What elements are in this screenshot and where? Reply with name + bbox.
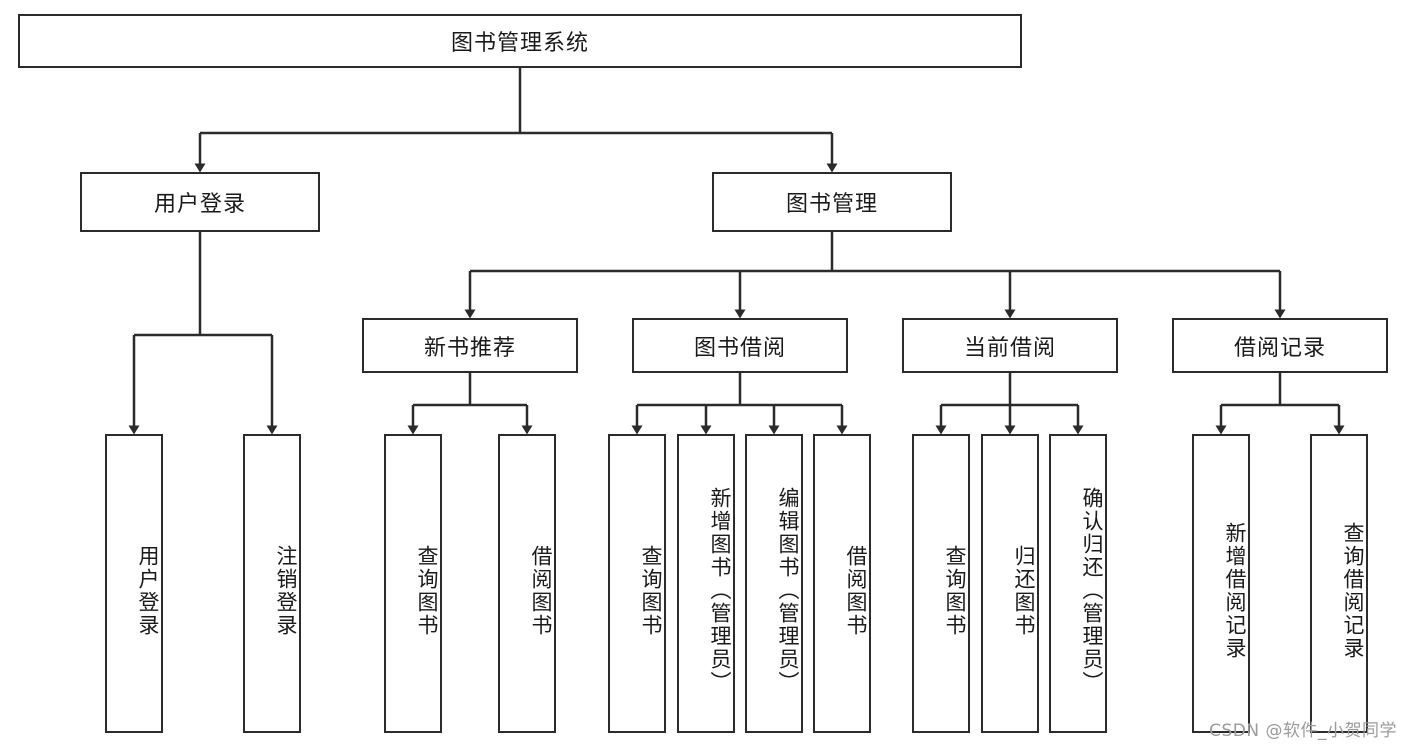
node-label: 借阅记录: [1233, 335, 1326, 361]
node-label: 借阅图书: [844, 544, 868, 637]
node-borrow-record[interactable]: 借阅记录: [1172, 318, 1388, 373]
node-leaf-query-book-2[interactable]: 查询图书: [608, 434, 666, 733]
node-label: 新增借阅记录: [1223, 521, 1247, 660]
node-label: 查询图书: [415, 544, 439, 637]
node-leaf-add-record[interactable]: 新增借阅记录: [1192, 434, 1250, 733]
node-leaf-logout-login[interactable]: 注销登录: [243, 434, 301, 733]
node-label: 编辑图书（管理员）: [776, 487, 800, 694]
node-root-book-management-system[interactable]: 图书管理系统: [18, 14, 1022, 68]
node-leaf-query-record[interactable]: 查询借阅记录: [1310, 434, 1368, 733]
node-leaf-confirm-return[interactable]: 确认归还（管理员）: [1049, 434, 1107, 733]
node-label: 图书借阅: [693, 335, 786, 361]
node-leaf-add-book[interactable]: 新增图书（管理员）: [677, 434, 735, 733]
node-label: 用户登录: [153, 192, 246, 217]
node-leaf-return-book[interactable]: 归还图书: [981, 434, 1039, 733]
node-label: 借阅图书: [529, 544, 553, 637]
node-label: 当前借阅: [963, 335, 1056, 361]
node-book-borrow[interactable]: 图书借阅: [632, 318, 848, 373]
node-label: 图书管理: [785, 192, 878, 217]
node-label: 用户登录: [136, 544, 160, 637]
node-label: 查询图书: [943, 544, 967, 637]
node-book-manage[interactable]: 图书管理: [712, 172, 952, 232]
node-leaf-borrow-book-1[interactable]: 借阅图书: [498, 434, 556, 733]
node-user-login[interactable]: 用户登录: [80, 172, 320, 232]
node-label: 新增图书（管理员）: [708, 487, 732, 694]
node-new-book-recommend[interactable]: 新书推荐: [362, 318, 578, 373]
node-label: 归还图书: [1012, 544, 1036, 637]
node-leaf-borrow-book-2[interactable]: 借阅图书: [813, 434, 871, 733]
node-leaf-query-book-1[interactable]: 查询图书: [384, 434, 442, 733]
node-current-borrow[interactable]: 当前借阅: [902, 318, 1118, 373]
watermark-text: CSDN @软件_小贺同学: [1209, 721, 1397, 741]
node-label: 图书管理系统: [450, 31, 589, 56]
node-label: 确认归还（管理员）: [1080, 487, 1104, 694]
node-label: 查询图书: [639, 544, 663, 637]
node-leaf-edit-book[interactable]: 编辑图书（管理员）: [745, 434, 803, 733]
node-label: 注销登录: [274, 544, 298, 637]
node-label: 新书推荐: [423, 335, 516, 361]
node-label: 查询借阅记录: [1341, 521, 1365, 660]
node-leaf-user-login[interactable]: 用户登录: [105, 434, 163, 733]
node-leaf-query-book-3[interactable]: 查询图书: [912, 434, 970, 733]
